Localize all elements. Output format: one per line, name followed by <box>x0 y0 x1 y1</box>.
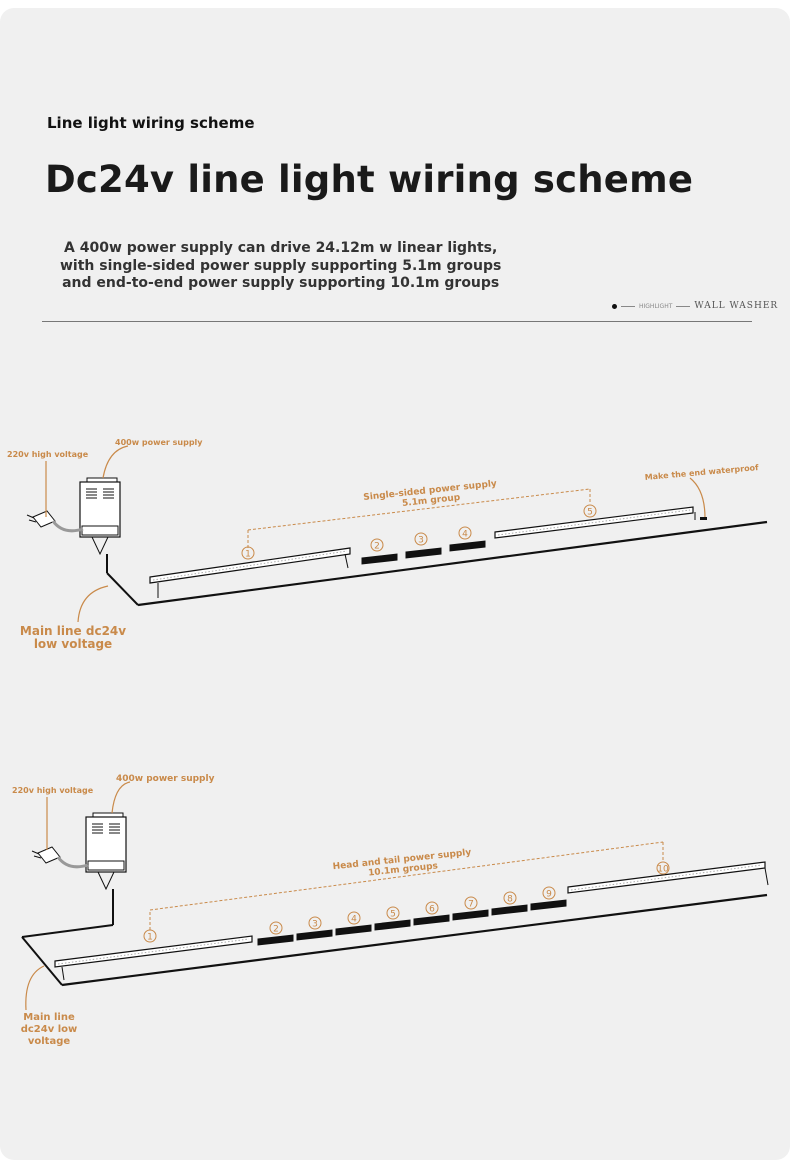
plug-pin <box>28 519 37 523</box>
leader-line <box>77 585 109 623</box>
power-cord <box>51 520 84 533</box>
number-badge <box>241 546 255 560</box>
short-light-bar <box>449 540 486 552</box>
number-label: 4 <box>462 530 468 540</box>
product-tag: HIGHLIGHT WALL WASHER <box>612 301 778 311</box>
output-wire <box>91 536 109 556</box>
short-light-bar <box>296 929 333 941</box>
number-badge <box>656 861 670 875</box>
number-label: 5 <box>587 508 593 518</box>
short-light-bar <box>413 914 450 926</box>
light-bar <box>494 506 694 539</box>
group-bracket <box>247 488 591 531</box>
short-light-bar <box>374 919 411 931</box>
header-divider <box>42 321 752 322</box>
leader-line <box>689 477 706 519</box>
page-title: Dc24v line light wiring scheme <box>45 158 694 201</box>
number-badge <box>542 886 556 900</box>
short-light-bar <box>491 904 528 916</box>
number-badge <box>583 504 597 518</box>
tag-product: WALL WASHER <box>694 301 779 311</box>
group-bracket <box>149 841 664 911</box>
drop-wire <box>61 966 65 981</box>
main-line-label: voltage <box>28 1036 71 1047</box>
leader-line <box>102 445 129 479</box>
number-badge <box>308 916 322 930</box>
number-badge <box>347 911 361 925</box>
drop-wire <box>344 553 349 569</box>
page-card <box>0 8 790 1160</box>
number-badge <box>386 906 400 920</box>
number-badge <box>269 921 283 935</box>
number-label: 3 <box>312 920 318 930</box>
short-light-bar <box>530 899 567 911</box>
number-label: 3 <box>418 536 424 546</box>
short-light-bar <box>405 547 442 559</box>
bullet-icon <box>612 303 617 309</box>
main-line-label: Main line dc24v <box>20 624 126 638</box>
number-label: 6 <box>429 905 435 915</box>
undefined <box>106 572 139 606</box>
number-label: 1 <box>147 933 153 943</box>
divider <box>676 305 691 307</box>
description-line: and end-to-end power supply supporting 1… <box>62 275 500 291</box>
description: A 400w power supply can drive 24.12m w l… <box>60 240 501 293</box>
number-label: 4 <box>351 915 357 925</box>
plug-icon <box>32 510 56 528</box>
light-bar <box>54 935 253 968</box>
power-supply-label: 400w power supply <box>115 438 203 447</box>
power-supply-label: 400w power supply <box>116 774 215 784</box>
main-line-label: low voltage <box>34 637 112 651</box>
ground-wire <box>137 520 768 607</box>
number-badge <box>414 532 428 546</box>
number-label: 9 <box>546 890 552 900</box>
number-label: 5 <box>390 910 396 920</box>
number-label: 1 <box>245 550 251 560</box>
main-line-label: Main line <box>23 1012 75 1023</box>
number-badge <box>458 526 472 540</box>
number-badge <box>503 891 517 905</box>
number-badge <box>464 896 478 910</box>
high-voltage-label: 220v high voltage <box>12 786 94 795</box>
plug-pin <box>26 514 35 519</box>
power-cord <box>56 856 89 869</box>
output-wire <box>97 871 115 891</box>
plug-icon <box>37 846 61 864</box>
number-label: 10 <box>657 865 669 875</box>
leader-line <box>25 965 45 1011</box>
description-line: A 400w power supply can drive 24.12m w l… <box>64 240 498 256</box>
short-light-bar <box>361 553 398 565</box>
high-voltage-label: 220v high voltage <box>7 450 89 459</box>
undefined <box>21 924 114 938</box>
number-label: 7 <box>468 900 474 910</box>
drop-wire <box>764 867 769 886</box>
ground-wire <box>61 893 768 987</box>
section-subtitle: Line light wiring scheme <box>47 114 255 132</box>
leader-line <box>111 781 131 814</box>
waterproof-label: Make the end waterproof <box>644 463 759 482</box>
power-supply-label-plate <box>81 525 119 536</box>
number-badge <box>370 538 384 552</box>
divider <box>621 305 635 307</box>
power-supply-label-plate <box>87 860 125 871</box>
undefined <box>21 936 63 986</box>
short-light-bar <box>257 934 294 946</box>
short-light-bar <box>335 924 372 936</box>
number-label: 8 <box>507 895 513 905</box>
end-cap <box>700 517 707 520</box>
led-dots <box>57 938 250 965</box>
short-light-bar <box>452 909 489 921</box>
description-line: with single-sided power supply supportin… <box>60 257 502 274</box>
led-dots <box>497 509 691 536</box>
number-label: 2 <box>374 542 380 552</box>
plug-pin <box>31 850 40 855</box>
main-line-label: dc24v low <box>21 1024 78 1035</box>
led-dots <box>570 864 763 891</box>
led-dots <box>152 550 348 581</box>
tag-highlight: HIGHLIGHT <box>639 302 673 310</box>
number-badge <box>425 901 439 915</box>
number-badge <box>143 929 157 943</box>
plug-pin <box>33 855 42 859</box>
number-label: 2 <box>273 925 279 935</box>
